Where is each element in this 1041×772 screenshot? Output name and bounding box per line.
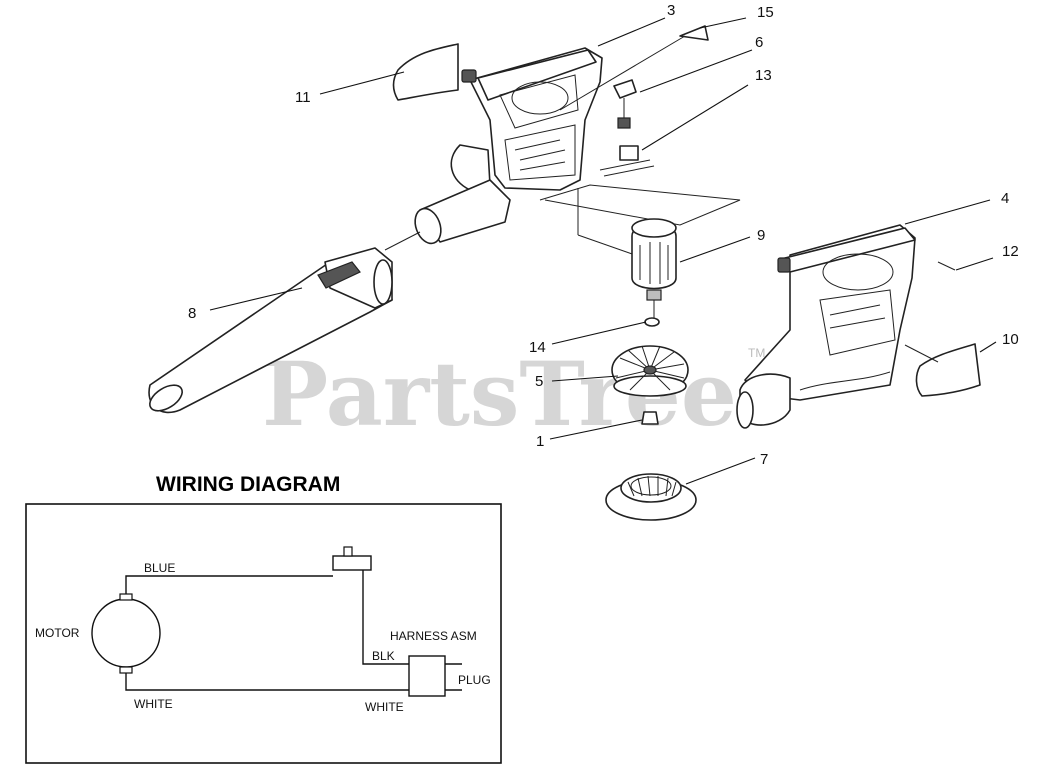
callout-3: 3	[667, 2, 675, 19]
part-1-nut	[641, 411, 659, 425]
callout-14: 14	[529, 339, 546, 356]
callout-13: 13	[755, 67, 772, 84]
callout-12: 12	[1002, 243, 1019, 260]
part-15-pointer	[679, 25, 709, 41]
callout-7: 7	[760, 451, 768, 468]
callout-11: 11	[295, 89, 311, 106]
part-13-terminal	[599, 145, 655, 177]
part-9-motor	[631, 218, 677, 318]
wiring-motor	[91, 593, 161, 674]
leader-lines	[209, 17, 997, 485]
label-blk: BLK	[372, 649, 395, 663]
part-5-impeller	[611, 345, 689, 397]
part-4-vacuum-housing	[736, 224, 916, 429]
wiring-diagram-title: WIRING DIAGRAM	[156, 473, 340, 496]
tube-adapter	[414, 179, 511, 245]
callout-6: 6	[755, 34, 763, 51]
callout-4: 4	[1001, 190, 1009, 207]
wiring-harness-box	[408, 655, 446, 697]
part-3-housing	[450, 47, 603, 191]
label-white-motor: WHITE	[134, 697, 173, 711]
callout-5: 5	[535, 373, 543, 390]
callout-1: 1	[536, 433, 544, 450]
label-white-harness: WHITE	[365, 700, 404, 714]
part-8-blower-tube	[148, 247, 393, 414]
label-plug: PLUG	[458, 673, 491, 687]
part-12-screw	[937, 261, 956, 271]
part-11-flap	[392, 43, 459, 101]
callout-10: 10	[1002, 331, 1019, 348]
part-10-flap	[915, 343, 981, 397]
label-harness-asm: HARNESS ASM	[390, 629, 477, 643]
part-14-washer	[644, 317, 660, 327]
wiring-wires	[125, 570, 462, 691]
label-motor: MOTOR	[35, 626, 80, 640]
callout-15: 15	[757, 4, 774, 21]
callout-9: 9	[757, 227, 765, 244]
wiring-diagram-frame	[25, 503, 502, 764]
callout-8: 8	[188, 305, 196, 322]
part-7-intake-cover	[605, 473, 697, 521]
part-6-switch	[613, 79, 637, 129]
label-blue: BLUE	[144, 561, 175, 575]
watermark-trademark: TM	[748, 346, 765, 360]
wiring-switch	[332, 546, 372, 571]
